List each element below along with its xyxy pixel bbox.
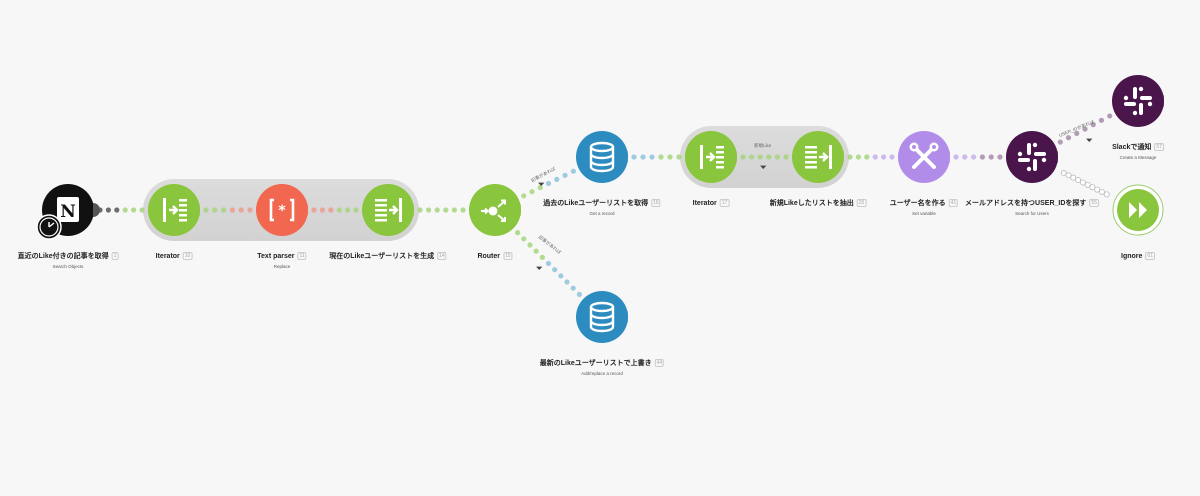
module-subtitle: Get a record: [589, 211, 615, 216]
module-setvar[interactable]: [898, 131, 950, 183]
slack-logo-icon: [1112, 75, 1164, 127]
svg-text:N: N: [60, 202, 76, 222]
ignore-icon: [1112, 184, 1164, 236]
module-number-badge: 11: [297, 252, 307, 260]
connector-searchuser-ignore[interactable]: [1060, 169, 1110, 198]
filter-label-new-like[interactable]: 新規Like: [754, 143, 772, 148]
module-number-badge: 10: [182, 252, 193, 260]
module-ignore[interactable]: [1112, 184, 1164, 236]
module-textparser[interactable]: *: [256, 184, 308, 236]
connector-iterator-textparser[interactable]: [203, 207, 253, 213]
filter-funnel-route1-icon[interactable]: ⏷: [538, 180, 545, 189]
connector-searchuser-slack[interactable]: [1057, 113, 1113, 145]
module-number-badge: 61: [1145, 252, 1155, 260]
module-title: 直近のLike付きの記事を取得: [17, 253, 109, 260]
module-title: Slackで通知: [1112, 144, 1152, 151]
module-aggregator1[interactable]: [362, 184, 414, 236]
filter-funnel-user-id-icon[interactable]: ⏷: [1086, 136, 1093, 145]
connector-aggregator-setvar[interactable]: [847, 154, 895, 160]
module-subtitle: Replace: [273, 264, 291, 269]
iterator-icon: [685, 131, 737, 183]
connector-notion-iterator[interactable]: [97, 207, 145, 213]
module-aggregator2[interactable]: [792, 131, 844, 183]
database-icon: [576, 291, 628, 343]
module-getrecord[interactable]: [576, 131, 628, 183]
connector-router-getrecord[interactable]: [521, 168, 576, 199]
module-title: Ignore: [1121, 253, 1143, 260]
module-title: メールアドレスを持つUSER_IDを探す: [965, 200, 1087, 207]
connector-router-addrecord[interactable]: [515, 230, 582, 297]
module-subtitle: Search Objects: [52, 264, 84, 269]
filter-funnel-new-like-icon[interactable]: ⏷: [760, 163, 767, 172]
module-title: 過去のLikeユーザーリストを取得: [543, 200, 649, 207]
module-slack[interactable]: [1112, 75, 1164, 127]
module-subtitle: Set variable: [912, 211, 936, 216]
module-title: Router: [477, 253, 500, 260]
module-iterator2[interactable]: [685, 131, 737, 183]
module-subtitle: Add/replace a record: [581, 371, 623, 376]
module-number-badge: 55: [1089, 199, 1099, 207]
module-number-badge: 14: [437, 252, 447, 260]
module-number-badge: 16: [651, 199, 661, 207]
module-router[interactable]: [469, 184, 521, 236]
connector-textparser-aggregator[interactable]: [311, 207, 359, 213]
connector-getrecord-iterator[interactable]: [631, 154, 682, 160]
module-number-badge: 57: [1154, 143, 1164, 151]
module-title: Iterator: [692, 200, 717, 207]
connector-iterator-aggregator[interactable]: [740, 154, 789, 160]
module-searchuser[interactable]: [1006, 131, 1058, 183]
module-number-badge: 20: [856, 199, 867, 207]
text-parser-icon: *: [256, 184, 308, 236]
module-addrecord[interactable]: [576, 291, 628, 343]
slack-logo-icon: [1006, 131, 1058, 183]
module-number-badge: 15: [503, 252, 513, 260]
connector-setvar-searchuser[interactable]: [953, 154, 1003, 160]
module-title: Text parser: [257, 253, 295, 260]
module-subtitle: Search for Users: [1015, 211, 1049, 216]
module-title: 最新のLikeユーザーリストで上書き: [539, 360, 652, 367]
database-icon: [576, 131, 628, 183]
output-handle[interactable]: [93, 203, 100, 217]
schedule-clock-icon[interactable]: [36, 214, 62, 240]
module-title: 現在のLikeユーザーリストを生成: [329, 253, 435, 260]
module-number-badge: 44: [654, 359, 665, 367]
connector-aggregator-router[interactable]: [417, 207, 466, 213]
filter-funnel-route2-icon[interactable]: ⏷: [536, 264, 543, 273]
module-title: 新規Likeしたリストを抽出: [769, 200, 854, 207]
module-number-badge: 17: [719, 199, 730, 207]
aggregator-icon: [362, 184, 414, 236]
module-title: Iterator: [155, 253, 180, 260]
svg-text:*: *: [278, 203, 286, 219]
router-icon: [469, 184, 521, 236]
module-title: ユーザー名を作る: [889, 200, 946, 207]
aggregator-icon: [792, 131, 844, 183]
module-number-badge: 41: [948, 199, 959, 207]
tools-icon: [898, 131, 950, 183]
module-number-badge: 1: [111, 252, 119, 260]
module-iterator1[interactable]: [148, 184, 200, 236]
module-subtitle: Create a Message: [1119, 155, 1157, 160]
iterator-icon: [148, 184, 200, 236]
